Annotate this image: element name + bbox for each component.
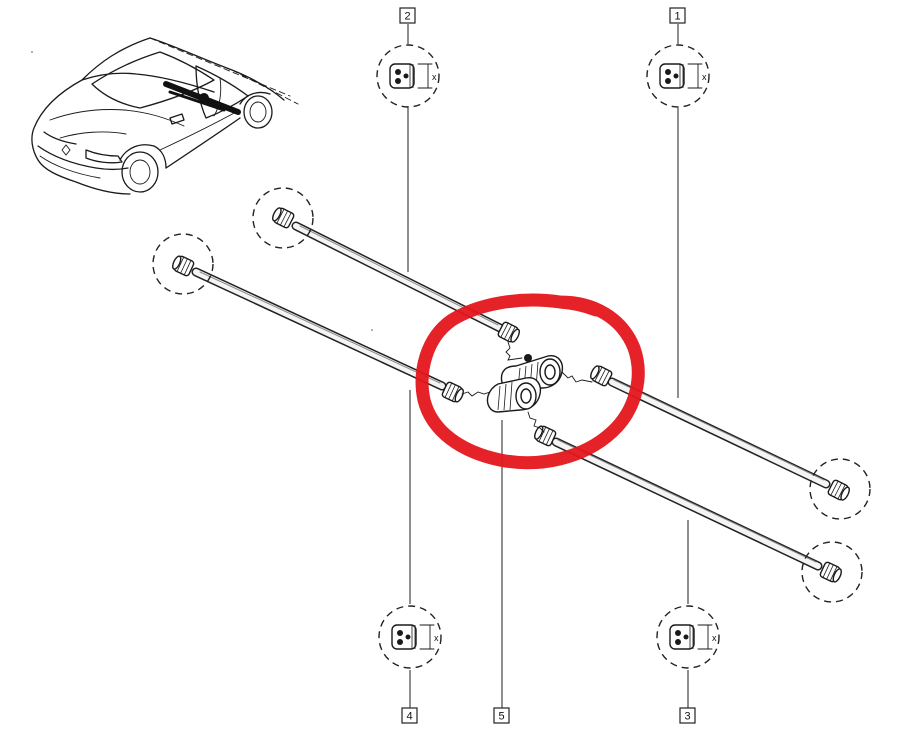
end-fitting-lower-right-inner [534, 425, 557, 447]
callout-label-2: 2 [404, 11, 410, 23]
callout-box-1[interactable]: 1 [669, 7, 686, 24]
dashed-end-circles [152, 187, 871, 603]
callout-label-3: 3 [684, 711, 690, 723]
dimension-x-label: x [432, 72, 437, 82]
end-circle-upper-right [809, 458, 871, 520]
callout-box-5[interactable]: 5 [493, 707, 510, 724]
end-fitting-lower-right-outer [819, 561, 842, 583]
detail-circle-3: x [656, 605, 720, 669]
end-fitting-upper-left-inner [497, 321, 520, 343]
stray-dot [371, 329, 373, 331]
end-fitting-upper-left-outer [272, 207, 295, 229]
link-line-a [505, 341, 523, 361]
end-fitting-lower-left-outer [172, 255, 195, 277]
connector-block-lower [486, 377, 542, 413]
callout-label-5: 5 [498, 711, 504, 723]
link-line-c [561, 371, 593, 383]
leader-lines [407, 24, 689, 708]
dimension-x-label: x [712, 633, 717, 643]
end-fitting-upper-right-inner [590, 365, 613, 387]
end-fittings [172, 207, 850, 583]
end-circle-upper-left [252, 187, 314, 249]
stray-dot [31, 51, 33, 53]
callout-boxes: 2 1 4 5 3 [399, 7, 696, 724]
callout-label-4: 4 [406, 711, 412, 723]
callout-box-3[interactable]: 3 [679, 707, 696, 724]
center-connectors [461, 341, 593, 433]
callout-box-4[interactable]: 4 [401, 707, 418, 724]
rod-lower-right [551, 437, 823, 571]
link-line-d [527, 411, 545, 433]
callout-label-1: 1 [674, 11, 680, 23]
end-circle-lower-left [152, 233, 214, 295]
end-fitting-lower-left-inner [441, 381, 464, 403]
rod-lower-left [191, 267, 447, 391]
detail-circle-4: x [378, 605, 442, 669]
callout-box-2[interactable]: 2 [399, 7, 416, 24]
rod-upper-right [607, 377, 831, 489]
detail-circle-2: x [376, 44, 440, 108]
highlight-circle [415, 293, 645, 470]
dimension-x-label: x [434, 633, 439, 643]
link-line-b [461, 389, 497, 397]
detail-circle-1: x [646, 44, 710, 108]
detail-circles: x x x [376, 44, 720, 669]
end-fitting-upper-right-outer [827, 479, 850, 501]
dimension-x-label: x [702, 72, 707, 82]
end-circle-lower-right [801, 541, 863, 603]
car-illustration [31, 37, 299, 195]
